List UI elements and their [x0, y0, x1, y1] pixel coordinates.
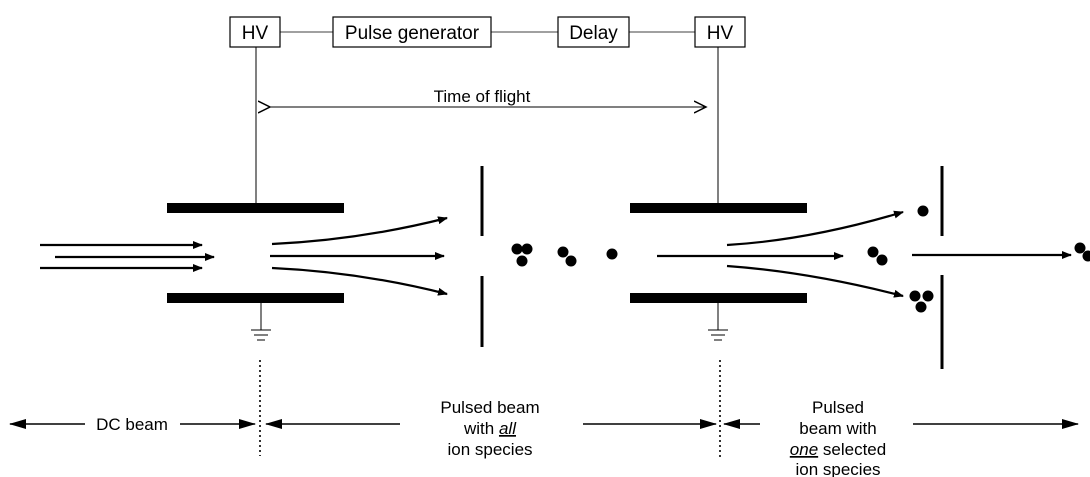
ion-dot [521, 243, 533, 255]
ion-dot [876, 254, 888, 266]
pulse-generator-box [332, 16, 492, 48]
left-deflector-top-plate [167, 203, 344, 213]
hv-right-label: HV [707, 23, 734, 44]
ion-dot [511, 243, 523, 255]
ground-right-icon [708, 303, 728, 341]
pulsed-all-line1: Pulsed beam [440, 398, 539, 417]
ion-bunches-selected [867, 205, 1090, 313]
ion-dot [516, 255, 528, 267]
delay-label: Delay [569, 23, 618, 44]
pulsed-one-line3: one selected [790, 440, 886, 459]
right-deflected-beams [657, 210, 904, 298]
dc-beam-label: DC beam [96, 415, 168, 434]
pulsed-one-line1: Pulsed [812, 398, 864, 417]
ion-dot [915, 301, 927, 313]
pulsed-all-line2: with all [463, 419, 517, 438]
ion-dot [1074, 242, 1086, 254]
ion-dot [1082, 250, 1090, 262]
ground-left-icon [251, 303, 271, 341]
ion-dot [909, 290, 921, 302]
dc-beam-arrows [40, 241, 215, 272]
pulsed-all-line3: ion species [447, 440, 532, 459]
hv-right-box [694, 16, 746, 48]
ion-dot [606, 248, 618, 260]
ion-dot [922, 290, 934, 302]
ion-dot [867, 246, 879, 258]
pulsed-one-line4: ion species [795, 460, 880, 477]
ion-dot [917, 205, 929, 217]
hv-left-box [229, 16, 281, 48]
ion-bunches-all-species [511, 243, 618, 267]
control-chain: HV Pulse generator Delay HV [229, 16, 746, 48]
right-deflector-bottom-plate [630, 293, 807, 303]
pulse-generator-label: Pulse generator [345, 23, 480, 44]
left-deflector-bottom-plate [167, 293, 344, 303]
pulsed-one-line2: beam with [799, 419, 876, 438]
delay-box [557, 16, 630, 48]
ion-dot [557, 246, 569, 258]
right-deflector-top-plate [630, 203, 807, 213]
time-of-flight-label: Time of flight [434, 87, 531, 106]
left-deflected-beams [270, 216, 448, 296]
hv-left-label: HV [242, 23, 269, 44]
ion-dot [565, 255, 577, 267]
